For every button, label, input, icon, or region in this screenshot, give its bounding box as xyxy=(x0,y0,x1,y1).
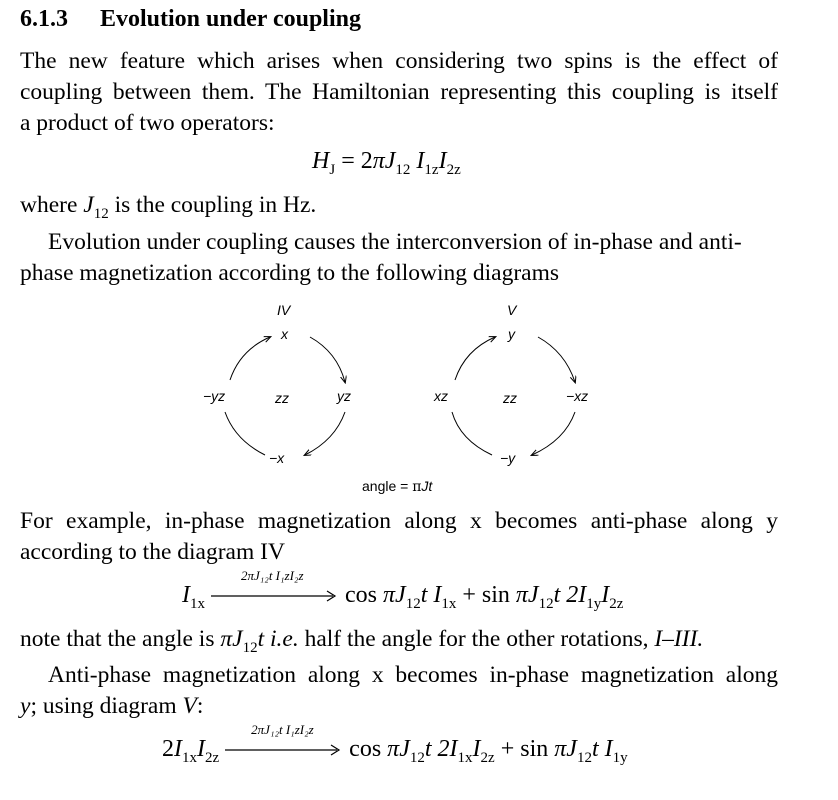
where-line: where J12 is the coupling in Hz. xyxy=(20,192,317,222)
para3-line1: For example, in-phase magnetization alon… xyxy=(20,508,778,534)
section-heading: 6.1.3 Evolution under coupling xyxy=(20,6,361,33)
diagram-v-right: −xz xyxy=(566,388,589,404)
diagram-iv-left: −yz xyxy=(203,388,226,404)
para2-line2: phase magnetization according to the fol… xyxy=(20,260,560,286)
diagram-v-bottom: −y xyxy=(500,450,516,466)
para4-line2: y; using diagram V: xyxy=(20,693,204,719)
section-title: Evolution under coupling xyxy=(100,6,361,32)
para2-line1: Evolution under coupling causes the inte… xyxy=(48,229,742,255)
diagram-iv-center: zz xyxy=(275,390,289,406)
arrow-label: 2πJ₁₂t I₁zI₂z xyxy=(241,568,304,583)
angle-caption: angle = πJt xyxy=(362,478,433,495)
arrow-label-2: 2πJ₁₂t I₁zI₂z xyxy=(251,722,314,737)
diagram-iv: IV x −yz zz yz −x xyxy=(195,300,375,470)
diagram-v-label: V xyxy=(507,302,517,318)
diagram-v-arrows xyxy=(451,300,610,470)
diagram-v-left: xz xyxy=(434,388,448,404)
diagram-iv-label: IV xyxy=(277,302,291,318)
diagram-v-center: zz xyxy=(503,390,517,406)
note-line: note that the angle is πJ12t i.e. half t… xyxy=(20,626,704,656)
diagram-iv-right: yz xyxy=(337,388,351,404)
diagram-v: V y xz zz −xz −y xyxy=(430,300,610,470)
evolution-equation-2: 2I1xI2z 2πJ₁₂t I₁zI₂z cos πJ12t 2I1xI2z … xyxy=(162,722,628,766)
hamiltonian-equation: HJ = 2πJ12 I1zI2z xyxy=(312,148,461,178)
diagram-iv-top: x xyxy=(281,326,288,342)
para1-line2: coupling between them. The Hamiltonian r… xyxy=(20,79,778,105)
para3-line2: according to the diagram IV xyxy=(20,539,285,565)
diagram-iv-arrows xyxy=(224,300,375,470)
para4-line1: Anti-phase magnetization along x becomes… xyxy=(48,662,778,688)
evolution-arrow: 2πJ₁₂t I₁zI₂z xyxy=(211,568,339,609)
diagram-iv-bottom: −x xyxy=(269,450,285,466)
evolution-arrow-2: 2πJ₁₂t I₁zI₂z xyxy=(225,722,343,763)
diagram-v-top: y xyxy=(508,326,515,342)
para1-line3: a product of two operators: xyxy=(20,110,275,136)
para1-line1: The new feature which arises when consid… xyxy=(20,48,778,74)
evolution-equation-1: I1x 2πJ₁₂t I₁zI₂z cos πJ12t I1x + sin πJ… xyxy=(182,568,624,612)
section-number: 6.1.3 xyxy=(20,6,68,32)
